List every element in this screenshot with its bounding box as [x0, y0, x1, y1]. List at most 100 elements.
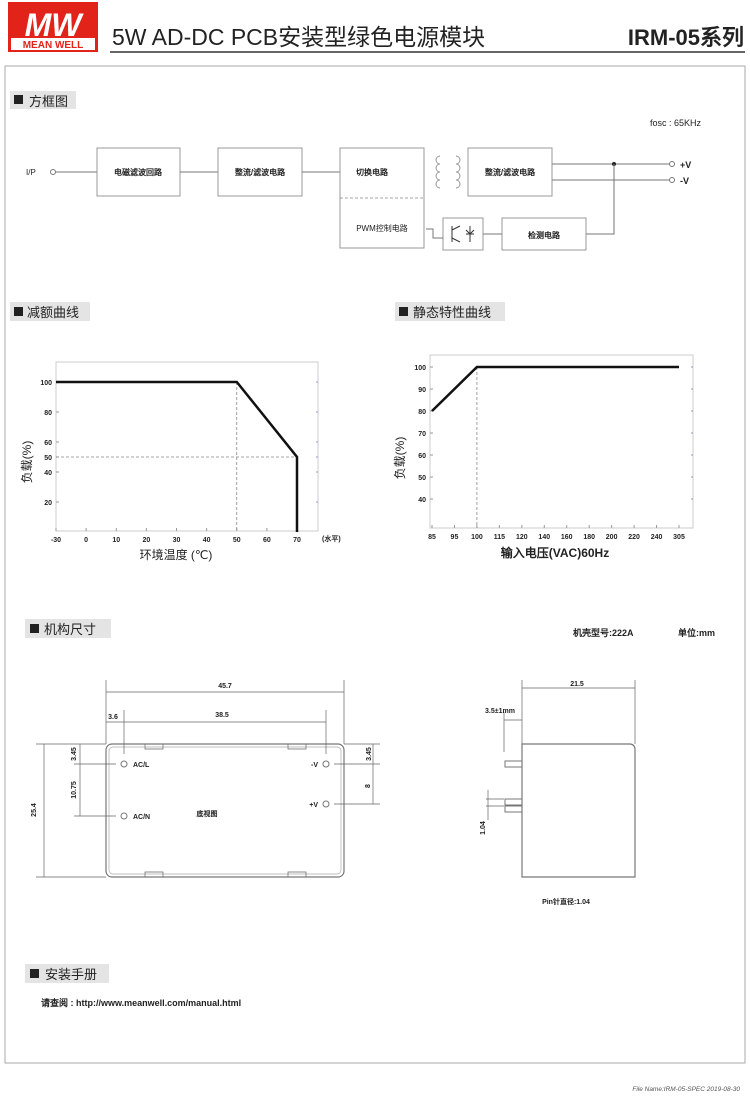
x-tick-label: 240	[651, 534, 663, 541]
y-tick-label: 50	[44, 455, 52, 462]
transformer-icon	[435, 155, 461, 189]
case-number: 机壳型号:222A	[573, 627, 634, 638]
x-tick-label: 120	[516, 534, 528, 541]
top-offset-left-dim: 3.45	[71, 747, 78, 761]
optocoupler-icon	[442, 217, 484, 251]
detection-label: 检测电路	[528, 230, 561, 240]
x-tick-label: 85	[428, 534, 436, 541]
input-label: I/P	[26, 168, 36, 177]
input-terminal-icon	[50, 169, 56, 175]
pin-neg-icon	[322, 760, 330, 768]
section-bullet-icon	[14, 95, 23, 104]
static-plot-area	[429, 354, 694, 529]
document-title: 5W AD-DC PCB安装型绿色电源模块	[112, 24, 485, 50]
x-axis-title: 输入电压(VAC)60Hz	[501, 545, 609, 560]
x-tick-label: 180	[583, 534, 595, 541]
y-tick-label: 90	[418, 387, 426, 394]
section-bullet-icon	[30, 624, 39, 633]
pin-acn-icon	[120, 812, 128, 820]
x-tick-label: 200	[606, 534, 618, 541]
y-tick-label: 100	[40, 380, 52, 387]
x-axis-title: 环境温度 (℃)	[140, 547, 213, 562]
x-tick-label: 40	[203, 537, 211, 544]
fosc-label: fosc : 65KHz	[650, 118, 702, 128]
x-tick-label: 50	[233, 537, 241, 544]
x-tick-label: 100	[471, 534, 483, 541]
x-tick-label: 0	[84, 537, 88, 544]
output-pos-terminal-icon	[669, 161, 675, 167]
y-tick-label: 60	[44, 440, 52, 447]
primary-rectifier-label: 整流/滤波电路	[234, 167, 286, 177]
y-tick-label: 40	[44, 470, 52, 477]
side-view-drawing: 21.5 3.5±1mm 1.04 Pin针直径:1.04	[480, 680, 636, 906]
pin-icon	[504, 760, 523, 768]
emi-filter-label: 电磁滤波回路	[114, 167, 163, 177]
top-offset-right-dim: 3.45	[366, 747, 373, 761]
section-title: 机构尺寸	[44, 622, 96, 637]
x-tick-label: 305	[673, 534, 685, 541]
manual-link[interactable]: 请查阅 : http://www.meanwell.com/manual.htm…	[41, 997, 241, 1008]
x-tick-label: 30	[173, 537, 181, 544]
pin-vertical-right-dim: 8	[365, 784, 372, 788]
pin-spacing-dim: 38.5	[215, 712, 229, 719]
switching-label: 切换电路	[356, 167, 389, 177]
pin-length-dim: 3.5±1mm	[485, 708, 515, 715]
y-axis-title: 负载(%)	[20, 441, 34, 484]
x-tick-label: 140	[538, 534, 550, 541]
y-tick-label: 80	[44, 410, 52, 417]
section-bullet-icon	[399, 307, 408, 316]
emi-filter-block	[96, 147, 181, 197]
y-tick-label: 40	[418, 497, 426, 504]
derating-plot-area	[55, 361, 319, 532]
pin-offset-dim: 3.6	[108, 714, 118, 721]
x-tick-label: 95	[451, 534, 459, 541]
x-tick-label: 20	[142, 537, 150, 544]
output-neg-terminal-icon	[669, 177, 675, 183]
x-tick-label: 115	[494, 534, 505, 541]
y-tick-label: 100	[414, 365, 426, 372]
y-axis-title: 负载(%)	[393, 437, 407, 480]
secondary-rectifier-block	[467, 147, 553, 197]
x-tick-label: 60	[263, 537, 271, 544]
x-tick-label: -30	[51, 537, 61, 544]
block-diagram-section: 方框图 fosc : 65KHz I/P 电磁滤波回路 整流/滤波电路 切换电路…	[10, 91, 702, 251]
depth-dim: 21.5	[570, 681, 584, 688]
section-title: 静态特性曲线	[413, 305, 491, 320]
secondary-rectifier-label: 整流/滤波电路	[484, 167, 536, 177]
section-title: 安装手册	[45, 967, 97, 982]
height-dim: 25.4	[31, 803, 38, 817]
y-tick-label: 20	[44, 500, 52, 507]
x-tick-label: 220	[628, 534, 640, 541]
mean-well-logo: MW MEAN WELL	[8, 2, 98, 52]
pin-pos-icon	[322, 800, 330, 808]
manual-section: 安装手册 请查阅 : http://www.meanwell.com/manua…	[25, 964, 241, 1008]
pin-pos-label: +V	[309, 802, 318, 809]
unit-label: 单位:mm	[678, 627, 715, 638]
primary-rectifier-block	[217, 147, 303, 197]
footer-file-name: File Name:IRM-05-SPEC 2019-08-30	[632, 1086, 740, 1093]
bottom-view-label: 底视图	[197, 809, 218, 818]
x-tick-label: 160	[561, 534, 573, 541]
pin-acl-label: AC/L	[133, 762, 150, 769]
pwm-label: PWM控制电路	[356, 223, 408, 233]
static-chart: 85 95 100 115 120 140 160 180 200 220 240 305 100 90 8…	[414, 365, 693, 541]
y-tick-label: 80	[418, 409, 426, 416]
section-title: 方框图	[29, 94, 68, 109]
width-dim: 45.7	[218, 683, 232, 690]
pin-acl-icon	[120, 760, 128, 768]
y-tick-label: 60	[418, 453, 426, 460]
pin-acn-label: AC/N	[133, 814, 150, 821]
pin-vertical-left-dim: 10.75	[71, 781, 78, 799]
pin-icon	[504, 805, 523, 813]
content-frame	[4, 65, 746, 1064]
bottom-view-drawing: 45.7 3.6 38.5 25.4 3.45 10.75 3.45 8 AC/…	[31, 680, 380, 878]
series-line-static	[431, 365, 679, 412]
section-bullet-icon	[30, 969, 39, 978]
logo-brand: MEAN WELL	[23, 40, 84, 51]
x-tick-label: 70	[293, 537, 301, 544]
series-title: IRM-05系列	[628, 25, 744, 50]
pin-diameter-dim: 1.04	[480, 821, 487, 835]
